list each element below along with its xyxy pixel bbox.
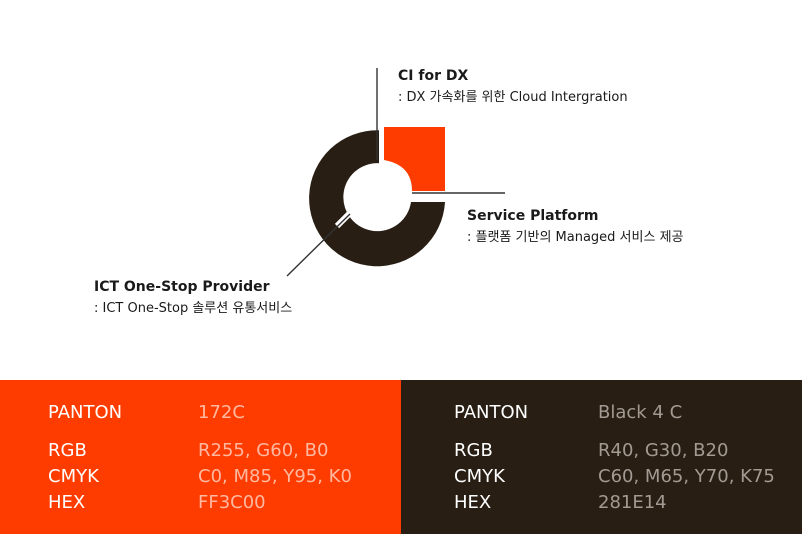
- swatch-value: R255, G60, B0: [198, 440, 329, 461]
- swatch-key: HEX: [48, 492, 86, 513]
- swatch-value: C60, M65, Y70, K75: [598, 466, 775, 487]
- swatch-key: PANTON: [48, 402, 123, 423]
- swatch-value: 172C: [198, 402, 245, 423]
- leader-line-ict: [286, 213, 351, 277]
- label-service-platform: Service Platform : 플랫폼 기반의 Managed 서비스 제…: [467, 207, 684, 247]
- swatch-key: PANTON: [454, 402, 529, 423]
- logo-orange-piece: [384, 127, 445, 191]
- swatch-key: RGB: [454, 440, 493, 461]
- swatch-value: FF3C00: [198, 492, 266, 513]
- label-title: Service Platform: [467, 208, 599, 224]
- label-desc: : DX 가속화를 위한 Cloud Intergration: [398, 90, 628, 105]
- swatch-value: 281E14: [598, 492, 667, 513]
- label-ci-for-dx: CI for DX : DX 가속화를 위한 Cloud Intergratio…: [398, 67, 628, 107]
- swatch-value: C0, M85, Y95, K0: [198, 466, 352, 487]
- swatch-value: Black 4 C: [598, 402, 683, 423]
- swatch-key: CMYK: [454, 466, 505, 487]
- label-title: CI for DX: [398, 68, 469, 84]
- logo-diagram: CI for DX : DX 가속화를 위한 Cloud Intergratio…: [94, 67, 684, 318]
- swatch-key: HEX: [454, 492, 492, 513]
- label-desc: : 플랫폼 기반의 Managed 서비스 제공: [467, 230, 684, 245]
- label-ict-one-stop: ICT One-Stop Provider : ICT One-Stop 솔루션…: [94, 278, 292, 318]
- swatch-value: R40, G30, B20: [598, 440, 729, 461]
- label-desc: : ICT One-Stop 솔루션 유통서비스: [94, 301, 293, 316]
- swatch-key: CMYK: [48, 466, 99, 487]
- swatch-key: RGB: [48, 440, 87, 461]
- label-title: ICT One-Stop Provider: [94, 279, 270, 295]
- swatch-dark: PANTON Black 4 C RGB R40, G30, B20 CMYK …: [401, 380, 802, 534]
- swatch-orange: PANTON 172C RGB R255, G60, B0 CMYK C0, M…: [0, 380, 401, 534]
- ci-logo-mark: [286, 68, 505, 277]
- logo-dark-ring: [309, 130, 445, 267]
